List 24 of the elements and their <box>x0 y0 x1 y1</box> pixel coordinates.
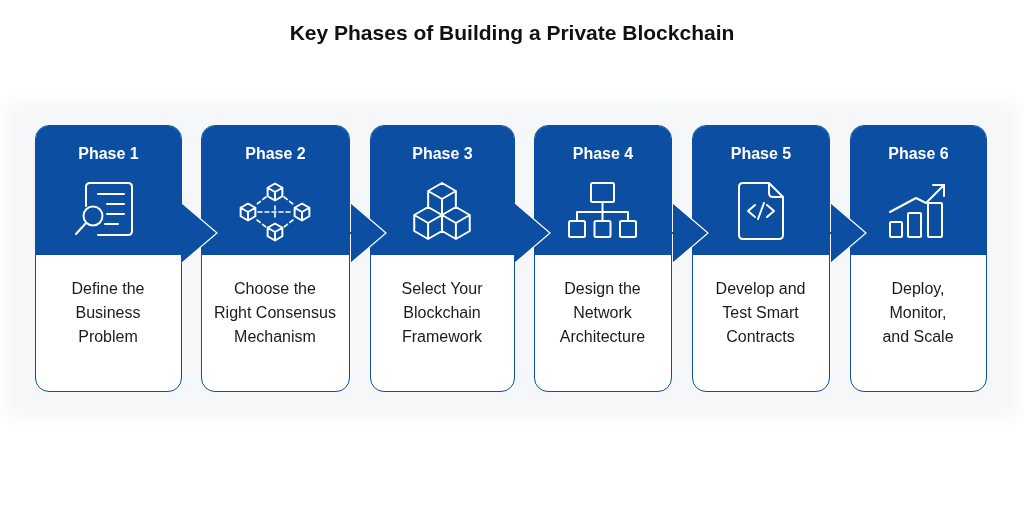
phase-description: Define the Business Problem <box>70 279 146 347</box>
phase-card <box>692 125 830 392</box>
phase-card <box>201 125 350 392</box>
arrow <box>349 202 387 264</box>
arrow <box>514 202 551 264</box>
phase-card <box>534 125 672 392</box>
phase-heading: Phase 1 <box>78 144 139 164</box>
phase-card <box>850 125 987 392</box>
arrow <box>181 202 218 264</box>
phase-card <box>35 125 182 392</box>
phase-card <box>370 125 515 392</box>
phase-description: Choose the Right Consensus Mechanism <box>213 279 337 347</box>
phase-description: Develop and Test Smart Contracts <box>714 279 807 347</box>
phase-heading: Phase 4 <box>572 144 634 164</box>
diagram-title: Key Phases of Building a Private Blockchain <box>289 20 735 46</box>
arrow <box>671 202 709 264</box>
phase-description: Design the Network Architecture <box>558 279 647 347</box>
phase-heading: Phase 6 <box>888 144 949 164</box>
phase-description: Select Your Blockchain Framework <box>400 279 484 347</box>
phase-heading: Phase 2 <box>245 144 306 164</box>
phase-description: Deploy, Monitor, and Scale <box>881 279 955 347</box>
phase-heading: Phase 5 <box>730 144 792 164</box>
arrow <box>829 202 867 264</box>
phase-heading: Phase 3 <box>412 144 473 164</box>
